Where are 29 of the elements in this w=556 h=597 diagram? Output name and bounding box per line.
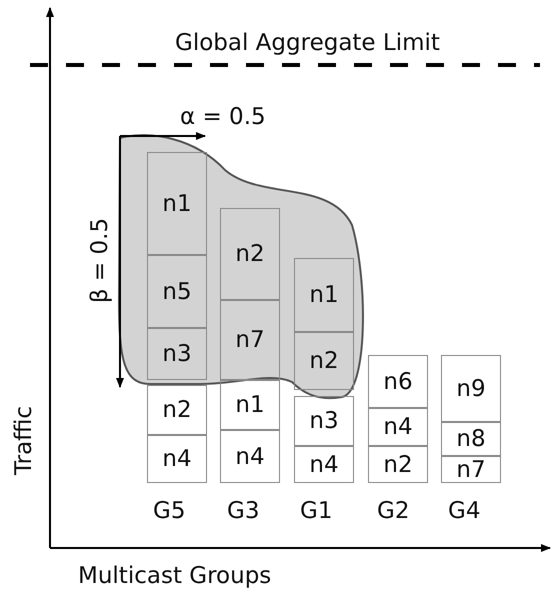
group-label: G4 [448,500,480,523]
node-block: n6 [368,355,428,408]
alpha-label: α = 0.5 [180,106,266,129]
node-block: n1 [220,380,280,430]
node-block: n1 [147,152,207,255]
node-block: n2 [368,446,428,483]
group-label: G1 [300,500,332,523]
beta-label: β = 0.5 [88,217,112,303]
node-block: n7 [220,300,280,380]
axis-label: Traffic [12,405,36,475]
node-block: n7 [441,456,501,483]
node-block: n4 [147,435,207,483]
node-block: n5 [147,255,207,328]
node-block: n2 [294,332,354,390]
node-block: n2 [220,208,280,300]
node-block: n4 [220,430,280,483]
group-label: G2 [377,500,410,523]
node-block: n4 [368,408,428,446]
node-block: n3 [147,328,207,380]
group-label: G5 [153,500,186,523]
node-block: n4 [294,446,354,483]
node-block: n3 [294,396,354,446]
group-label: G3 [227,500,260,523]
node-block: n9 [441,355,501,422]
node-block: n8 [441,422,501,456]
node-block: n1 [294,258,354,332]
node-block: n2 [147,385,207,435]
limit-label: Global Aggregate Limit [175,32,440,55]
axis-label: Multicast Groups [78,565,272,588]
